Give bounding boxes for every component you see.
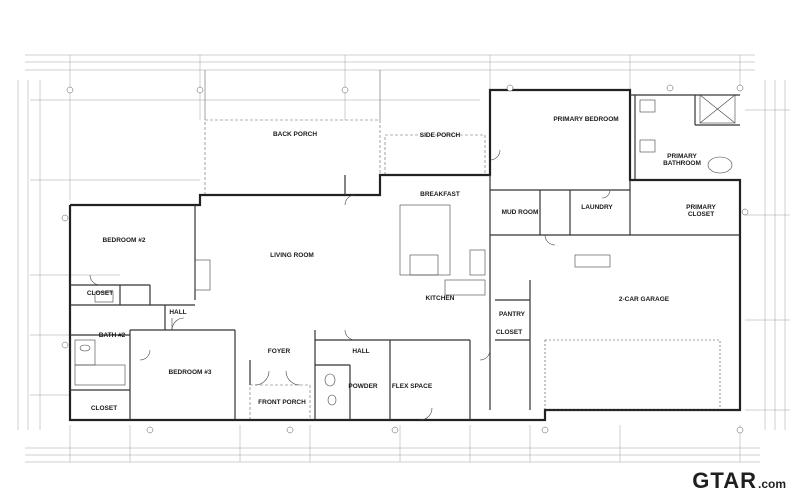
room-labels: BACK PORCH SIDE PORCH PRIMARY BEDROOM PR… — [87, 116, 717, 412]
room-label-side-porch: SIDE PORCH — [420, 132, 461, 139]
room-label-flex-space: FLEX SPACE — [392, 383, 433, 390]
room-label-primary-bedroom: PRIMARY BEDROOM — [553, 116, 618, 123]
room-label-pantry: PANTRY — [499, 311, 526, 318]
room-label-powder: POWDER — [348, 383, 378, 390]
room-label-bedroom-2: BEDROOM #2 — [103, 237, 146, 244]
doors — [89, 149, 611, 421]
room-label-back-porch: BACK PORCH — [273, 131, 317, 138]
room-label-bath-2: BATH #2 — [99, 332, 126, 339]
room-label-primary-bathroom-line2: BATHROOM — [663, 160, 701, 167]
room-label-primary-closet-line1: PRIMARY — [686, 204, 716, 211]
room-label-hall-1: HALL — [169, 309, 186, 316]
watermark-brand: GTAR — [692, 468, 757, 493]
room-label-foyer: FOYER — [268, 348, 291, 355]
interior-walls — [70, 94, 740, 420]
room-label-front-porch: FRONT PORCH — [258, 399, 306, 406]
room-label-primary-closet-line2: CLOSET — [688, 211, 714, 218]
watermark-suffix: .com — [757, 477, 786, 491]
room-label-closet-bed2: CLOSET — [87, 290, 113, 297]
room-label-bedroom-3: BEDROOM #3 — [169, 369, 212, 376]
room-label-closet-2: CLOSET — [496, 329, 522, 336]
grid-markers — [61, 84, 749, 434]
room-label-kitchen: KITCHEN — [426, 295, 455, 302]
dimension-lines — [17, 54, 790, 463]
room-label-hall-2: HALL — [352, 348, 369, 355]
room-label-garage: 2-CAR GARAGE — [619, 296, 670, 303]
room-label-primary-bathroom-line1: PRIMARY — [667, 153, 697, 160]
fixtures — [74, 94, 736, 411]
room-label-breakfast: BREAKFAST — [420, 191, 460, 198]
porch-outlines — [204, 70, 486, 421]
room-label-closet-3: CLOSET — [91, 405, 117, 412]
room-label-living-room: LIVING ROOM — [270, 252, 314, 259]
room-label-mud-room: MUD ROOM — [502, 209, 539, 216]
gtar-watermark: GTAR .com — [692, 468, 786, 494]
room-label-laundry: LAUNDRY — [581, 204, 613, 211]
exterior-walls — [68, 88, 742, 422]
